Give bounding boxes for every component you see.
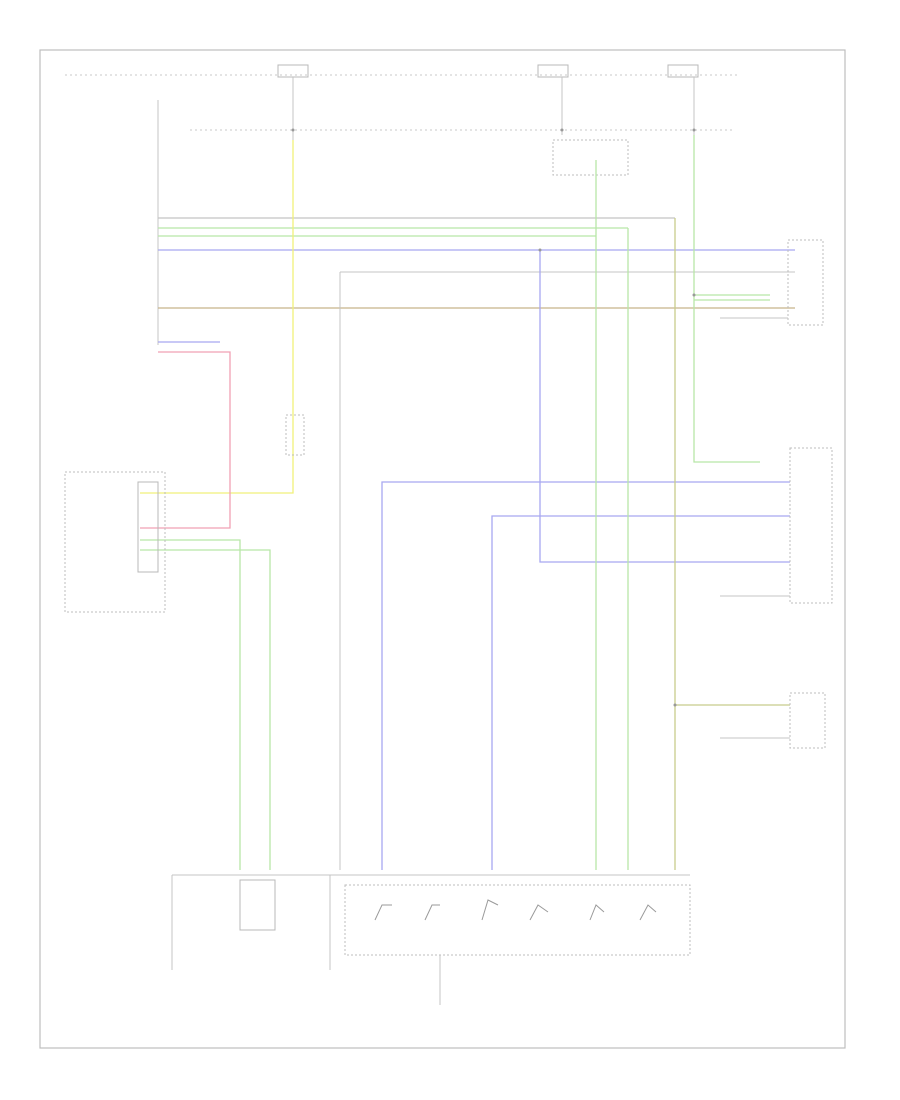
wire-green-right	[693, 135, 760, 463]
left-module-connector	[137, 481, 159, 573]
bottom-control-unit	[171, 874, 691, 1005]
junction-dot	[692, 128, 696, 132]
bottom-switch-panel	[344, 884, 691, 956]
wire-green-left-1	[140, 539, 241, 870]
wire-blue-mid-3	[491, 515, 790, 870]
junction-dot	[560, 128, 564, 132]
fuse-group	[277, 64, 699, 140]
relay-box	[552, 139, 629, 176]
wire-red	[140, 351, 231, 529]
left-control-unit	[64, 471, 166, 613]
junction-dot	[692, 293, 696, 297]
switch-contact-5	[589, 904, 605, 921]
fuse-box-2	[537, 64, 569, 78]
wire-blue-mid-1	[539, 250, 790, 563]
junction-dot	[291, 128, 295, 132]
wire-yellow	[140, 140, 294, 494]
bottom-left-block	[239, 879, 276, 931]
switch-contact-2	[424, 904, 440, 921]
junction-dot	[673, 703, 677, 707]
right-switch-box-3	[789, 692, 826, 749]
wire-blue-mid-2	[381, 481, 790, 870]
right-switch-box-1	[787, 239, 824, 326]
junction-dot	[538, 248, 542, 252]
diagram-frame	[39, 49, 846, 1049]
switch-contact-3	[481, 899, 499, 921]
fuse-box-1	[277, 64, 309, 78]
sensor-box	[285, 414, 305, 456]
fuse-box-3	[667, 64, 699, 78]
switch-contact-1	[374, 904, 392, 921]
switch-contact-6	[639, 904, 657, 921]
switch-contact-4	[529, 904, 549, 921]
right-switch-box-2	[789, 447, 833, 604]
wire-green-left-2	[140, 549, 271, 870]
